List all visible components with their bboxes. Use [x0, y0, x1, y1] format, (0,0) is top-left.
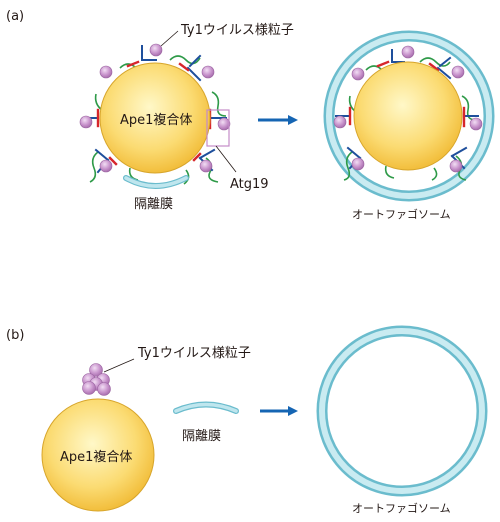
panel-b-vlp-leader [103, 358, 135, 373]
panel-a-vlp-label: Ty1ウイルス様粒子 [180, 23, 294, 38]
panel-a-vlps [79, 43, 231, 173]
panel-b-complex-label: Ape1複合体 [60, 449, 132, 465]
panel-a-complex-with-receptors [79, 43, 231, 185]
panel-a-ape1-complex [99, 62, 211, 174]
panel-b-membrane-label: 隔離膜 [182, 429, 221, 444]
panel-a-complex-label: Ape1複合体 [120, 112, 192, 128]
panel-a-label: (a) [6, 9, 24, 24]
panel-a-autophagosome [323, 30, 495, 202]
panel-b-vlp-cluster [82, 363, 111, 396]
panel-b-autophagosome-label: オートファゴソーム [352, 501, 451, 515]
panel-b-autophagosome [316, 325, 488, 497]
panel-b-ape1-complex [41, 398, 155, 512]
panel-a-vlp-leader [160, 30, 179, 47]
panel-b-label: (b) [6, 328, 24, 343]
panel-a-membrane-label: 隔離膜 [134, 197, 173, 212]
panel-a-atg19-label: Atg19 [230, 177, 269, 192]
panel-b-vlp-label: Ty1ウイルス様粒子 [137, 346, 251, 361]
panel-a-autophagosome-label: オートファゴソーム [352, 207, 451, 221]
panel-a-atg19-highlight [206, 109, 230, 147]
panel-a-atg19-leader [215, 145, 237, 173]
